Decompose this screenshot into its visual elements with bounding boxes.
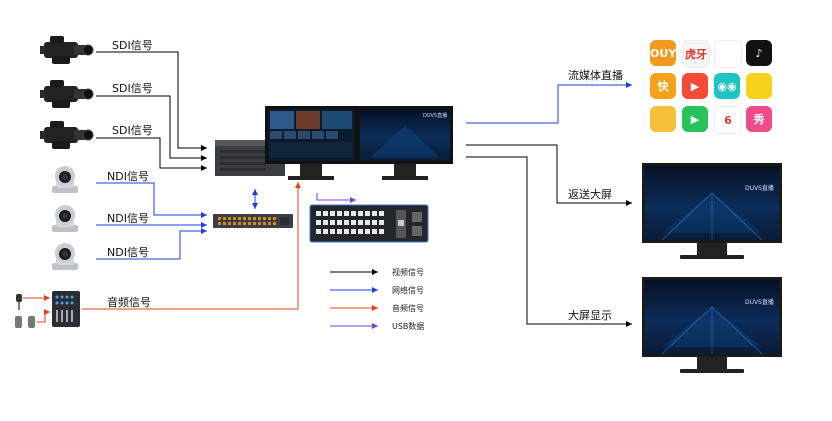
control-panel (309, 204, 429, 243)
big-screen-monitor (641, 276, 783, 374)
stream-label: 流媒体直播 (568, 69, 623, 82)
ndi-camera-1 (52, 166, 78, 193)
legend-network-label: 网络信号 (392, 286, 424, 295)
microphone-icon (15, 294, 35, 328)
audio-line-main (82, 182, 301, 310)
audio-label: 音频信号 (107, 296, 151, 309)
sdi-camera-1 (39, 35, 94, 65)
return-screen-label: 返送大屏 (568, 188, 612, 201)
legend-audio-label: 音频信号 (392, 304, 424, 313)
ndi-line-3 (96, 228, 207, 260)
sdi-label-3: SDI信号 (112, 124, 153, 137)
screen-logo-2: DUVS直播 (745, 299, 774, 306)
operator-monitor-2 (357, 106, 453, 180)
stream-output-line (466, 82, 632, 124)
audio-mixer (52, 291, 80, 327)
network-switch (213, 214, 293, 228)
owl-icon: ◉◉ (714, 73, 740, 99)
ndi-camera-2 (52, 205, 78, 232)
sdi-label-2: SDI信号 (112, 82, 153, 95)
sdi-camera-2 (39, 79, 94, 109)
kuaishou-icon: 快 (650, 73, 676, 99)
big-screen-line (466, 156, 632, 327)
big-screen-label: 大屏显示 (568, 309, 612, 322)
kuaishou-live-icon (714, 40, 742, 68)
ndi-label-1: NDI信号 (107, 170, 149, 183)
yellow-face-icon (746, 73, 772, 99)
play-red-icon: ▶ (682, 73, 708, 99)
sdi-line-2 (96, 95, 207, 161)
screen-logo-3: DUVS直播 (423, 113, 448, 119)
ndi-label-2: NDI信号 (107, 212, 149, 225)
return-screen-monitor (641, 162, 783, 260)
sdi-line-1 (96, 51, 207, 151)
sdi-label-1: SDI信号 (112, 39, 153, 52)
xiu-icon: 秀 (746, 106, 772, 132)
iqiyi-icon: ▶ (682, 106, 708, 132)
operator-monitor-1 (265, 106, 357, 180)
sdi-line-3 (96, 137, 207, 171)
sdi-camera-3 (39, 120, 94, 150)
ndi-label-3: NDI信号 (107, 246, 149, 259)
usb-line (316, 193, 356, 203)
douyu-icon: DOUYU (650, 40, 676, 66)
screen-logo-1: DUVS直播 (745, 185, 774, 192)
return-screen-line (466, 144, 632, 206)
weibo-six-icon: 6 (714, 106, 742, 134)
ndi-camera-3 (52, 243, 78, 270)
bilibili-kids-icon (650, 106, 676, 132)
audio-line-mic2 (37, 309, 50, 323)
ndi-line-1 (96, 182, 207, 218)
huya-icon: 虎牙 (682, 40, 710, 68)
douyin-icon: ♪ (746, 40, 772, 66)
legend-video-label: 视频信号 (392, 268, 424, 277)
legend-usb-label: USB数据 (392, 322, 425, 331)
